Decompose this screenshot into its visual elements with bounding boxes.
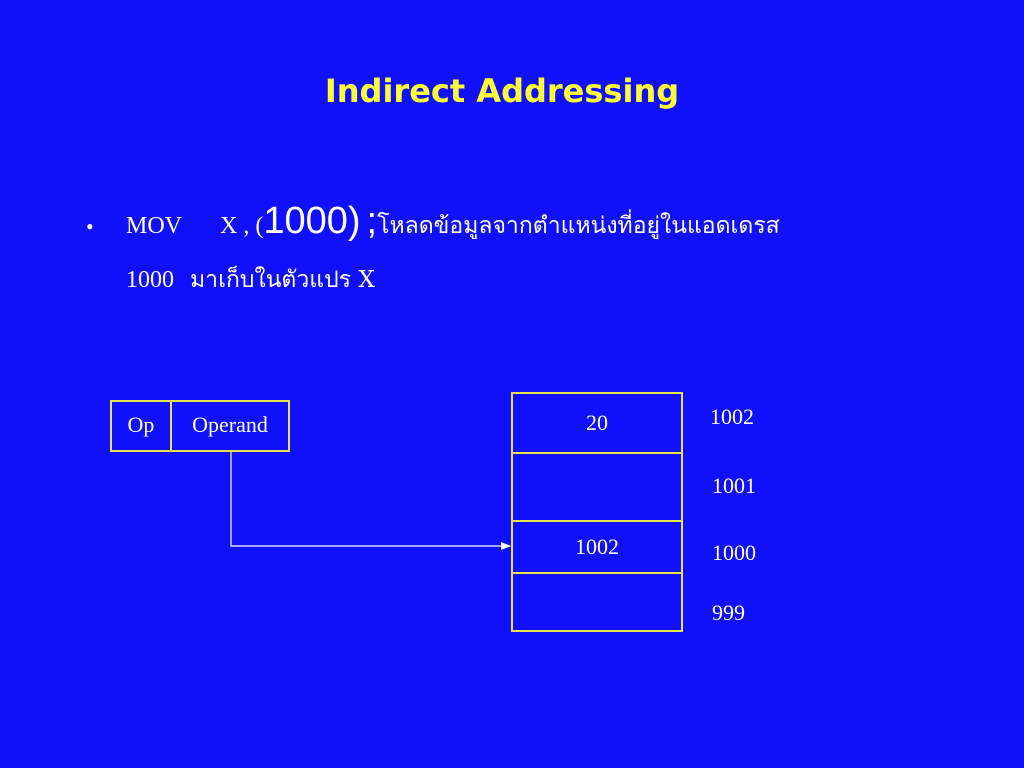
- slide-title: Indirect Addressing: [324, 72, 680, 110]
- description-text: มาเก็บในตัวแปร X: [190, 267, 375, 293]
- memory-address-label: 1001: [712, 473, 756, 498]
- description-line1: โหลดข้อมูลจากตำแหน่งที่อยู่ในแอดเดรส: [377, 213, 780, 239]
- operand-text: X , (: [220, 213, 264, 239]
- memory-address-label: 999: [712, 600, 745, 625]
- memory-cell: [513, 454, 681, 522]
- memory-cell: 20: [513, 394, 681, 454]
- memory-block: 20 1002: [511, 392, 683, 632]
- memory-address-label: 1000: [712, 540, 756, 565]
- memory-cell: 1002: [513, 522, 681, 574]
- address-text: 1000): [263, 200, 361, 242]
- description-number: 1000: [126, 267, 174, 293]
- op-field: Op: [112, 402, 172, 450]
- semicolon: ;: [366, 200, 378, 242]
- arrow-line: [230, 452, 511, 550]
- instruction-format-box: Op Operand: [110, 400, 290, 452]
- bullet-mark: •: [86, 214, 94, 239]
- description-line2: 1000 มาเก็บในตัวแปร X: [126, 262, 375, 298]
- operand-field: Operand: [192, 412, 268, 437]
- instruction-line: MOV X , (1000) ;โหลดข้อมูลจากตำแหน่งที่อ…: [126, 200, 780, 244]
- mnemonic: MOV: [126, 213, 183, 239]
- memory-address-label: 1002: [710, 404, 754, 429]
